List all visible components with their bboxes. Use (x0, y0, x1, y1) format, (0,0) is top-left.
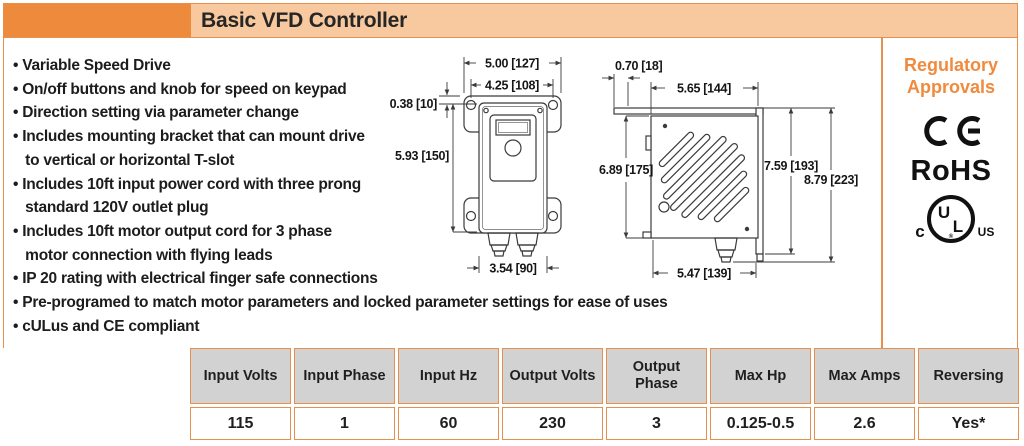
feature-item: • Includes mounting bracket that can mou… (13, 128, 365, 169)
spec-value-input-phase: 1 (294, 407, 395, 440)
feature-item: • Pre-programed to match motor parameter… (13, 294, 668, 312)
front-view: 5.00 [127] 4.25 [108] 0.38 [10] 5.93 [15… (390, 57, 562, 276)
spec-value-reversing: Yes* (918, 407, 1019, 440)
feature-item: • Includes 10ft input power cord with th… (13, 175, 361, 217)
spec-header-max-hp: Max Hp (710, 348, 811, 404)
content-area: • Variable Speed Drive • On/off buttons … (3, 38, 1018, 348)
ul-registered-symbol: ® (949, 233, 954, 240)
dim-front-body-width: 3.54 [90] (489, 262, 536, 276)
spec-header-input-hz: Input Hz (398, 348, 499, 404)
dim-side-depth-bottom: 5.47 [139] (677, 267, 731, 281)
feature-item: • Direction setting via parameter change (13, 104, 299, 122)
feature-item: • Includes 10ft motor output cord for 3 … (13, 222, 332, 264)
regulatory-title: Regulatory Approvals (903, 55, 999, 97)
feature-item: • IP 20 rating with electrical finger sa… (13, 270, 378, 288)
rohs-mark: RoHS (910, 155, 992, 187)
spec-value-max-amps: 2.6 (814, 407, 915, 440)
header-bar: Basic VFD Controller (3, 3, 1018, 38)
dim-front-hole-spacing: 4.25 [108] (485, 79, 539, 93)
side-view: 0.70 [18] 5.65 [144] 6.89 [175] (599, 59, 858, 281)
ul-letter-u: U (938, 203, 950, 222)
spec-header-reversing: Reversing (918, 348, 1019, 404)
spec-header-output-phase: Output Phase (606, 348, 707, 404)
spec-value-output-volts: 230 (502, 407, 603, 440)
feature-item: • cULus and CE compliant (13, 317, 200, 335)
dim-front-hole-offset: 0.38 [10] (390, 97, 437, 111)
ul-us-label: US (978, 225, 995, 239)
ce-mark-icon (924, 116, 981, 146)
spec-header-input-volts: Input Volts (190, 348, 291, 404)
feature-list: • Variable Speed Drive • On/off buttons … (13, 54, 877, 338)
spec-header-output-volts: Output Volts (502, 348, 603, 404)
dim-front-height: 5.93 [150] (395, 149, 449, 163)
vent-slats (658, 131, 750, 223)
ul-letter-l: L (953, 217, 963, 236)
spec-header-max-amps: Max Amps (814, 348, 915, 404)
header-accent-block (4, 4, 191, 37)
feature-item: • Variable Speed Drive (13, 57, 171, 74)
dim-side-body-height: 6.89 [175] (599, 163, 653, 177)
spec-value-output-phase: 3 (606, 407, 707, 440)
side-cable-gland (714, 237, 738, 263)
spec-value-input-volts: 115 (190, 407, 291, 440)
spec-value-input-hz: 60 (398, 407, 499, 440)
dim-side-bracket-offset: 0.70 [18] (615, 59, 662, 73)
dim-side-bracket-height: 7.59 [193] (764, 159, 818, 173)
dimension-drawing: 5.00 [127] 4.25 [108] 0.38 [10] 5.93 [15… (390, 57, 859, 281)
regulatory-approvals-panel: Regulatory Approvals RoHS U L ® c US (883, 38, 1019, 348)
feature-item: • On/off buttons and knob for speed on k… (13, 80, 347, 98)
dim-side-depth-top: 5.65 [144] (677, 82, 731, 96)
page-title: Basic VFD Controller (201, 8, 408, 32)
cul-us-mark-icon: U L ® c US (915, 195, 995, 243)
dim-front-overall-width: 5.00 [127] (485, 57, 539, 71)
ul-c-label: c (915, 222, 924, 241)
vertical-divider (881, 38, 883, 348)
dim-side-overall-height: 8.79 [223] (804, 173, 858, 187)
spec-value-max-hp: 0.125-0.5 (710, 407, 811, 440)
front-cable-glands (487, 232, 539, 257)
spec-table: Input Volts Input Phase Input Hz Output … (190, 348, 1019, 440)
spec-header-input-phase: Input Phase (294, 348, 395, 404)
